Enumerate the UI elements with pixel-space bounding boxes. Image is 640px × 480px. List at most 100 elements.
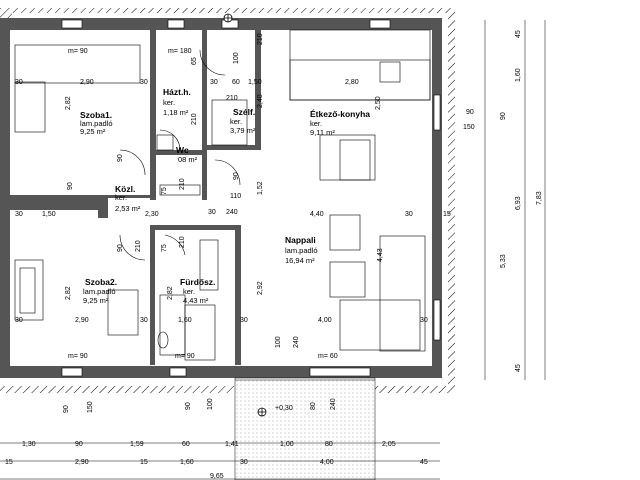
row2-3: 1,60 <box>180 459 194 466</box>
dim-top-290: 2,90 <box>80 79 94 86</box>
entrance-path <box>234 377 376 480</box>
room-labels: Szoba1. lam.padló 9,25 m² Házt.h. ker. 1… <box>80 87 370 305</box>
dim-top-30b: 30 <box>140 79 148 86</box>
dim-b150: 150 <box>87 401 94 413</box>
dim-v152: 1,52 <box>257 181 264 195</box>
row1-5: 1,00 <box>280 441 294 448</box>
room-kozl-area: 2,53 m² <box>115 204 141 213</box>
interior-dimensions: m= 90 m= 180 30 2,90 30 30 60 1,50 2,80 … <box>15 33 451 413</box>
dim-bot-290: 2,90 <box>75 317 89 324</box>
right-a-4: 45 <box>515 364 522 372</box>
room-szoba1-floor: lam.padló <box>80 119 113 128</box>
dim-top-60: 60 <box>232 79 240 86</box>
room-szelf-floor: ker. <box>230 117 242 126</box>
dim-v443: 4,43 <box>377 248 384 262</box>
dim-top-150: 1,50 <box>248 79 262 86</box>
right-dimension-chains: 45 1,60 6,93 5,33 45 7,83 90 150 90 <box>463 20 546 380</box>
dim-v282a: 2,82 <box>65 96 72 110</box>
row2-6: 45 <box>420 459 428 466</box>
dim-v75b: 75 <box>161 244 168 252</box>
dim-mid-30a: 30 <box>15 211 23 218</box>
row3: 9,65 <box>210 473 224 480</box>
row2-1: 2,90 <box>75 459 89 466</box>
right-a-0: 45 <box>515 30 522 38</box>
room-szoba1-area: 9,25 m² <box>80 127 106 136</box>
dim-bot-30c: 30 <box>240 317 248 324</box>
dim-bot-30b: 30 <box>140 317 148 324</box>
door-swings <box>119 49 241 261</box>
right-a-2: 6,93 <box>515 196 522 210</box>
dim-bot-m2: m= 90 <box>175 353 195 360</box>
dim-b100b: 100 <box>207 398 214 410</box>
dim-v250: 2,50 <box>375 96 382 110</box>
dim-v282c: 2,82 <box>167 286 174 300</box>
row2-5: 4,00 <box>320 459 334 466</box>
room-nappali-floor: lam.padló <box>285 246 318 255</box>
room-kozl-name: Közl. <box>115 184 135 194</box>
row1-1: 90 <box>75 441 83 448</box>
row1-4: 1,41 <box>225 441 239 448</box>
exterior-walls <box>0 8 442 378</box>
right-a-3: 5,33 <box>500 254 507 268</box>
room-szoba2-name: Szoba2. <box>85 277 117 287</box>
dim-top-65: 65 <box>191 57 198 65</box>
dim-mid-30b: 30 <box>208 209 216 216</box>
dim-bot-30d: 30 <box>420 317 428 324</box>
room-furdo-floor: ker. <box>183 287 195 296</box>
dim-b240b: 240 <box>330 398 337 410</box>
room-furdo-area: 4,43 m² <box>183 296 209 305</box>
dim-v90c: 90 <box>67 182 74 190</box>
dim-top-210: 210 <box>257 33 264 45</box>
dim-v90d: 90 <box>117 244 124 252</box>
dim-b100: 100 <box>275 336 282 348</box>
dim-v282b: 2,82 <box>65 286 72 300</box>
dim-v75a: 75 <box>161 187 168 195</box>
room-hazt-name: Házt.h. <box>163 87 191 97</box>
dim-v90a: 90 <box>117 154 124 162</box>
dim-b240: 240 <box>293 336 300 348</box>
dim-v210a: 210 <box>226 95 238 102</box>
dim-mid-230: 2,30 <box>145 211 159 218</box>
row2-4: 30 <box>240 459 248 466</box>
dim-top-m1: m= 90 <box>68 48 88 55</box>
room-nappali-name: Nappali <box>285 235 316 245</box>
row1-2: 1,59 <box>130 441 144 448</box>
room-hazt-floor: ker. <box>163 98 175 107</box>
dim-top-30c: 30 <box>210 79 218 86</box>
interior-walls <box>10 30 261 365</box>
room-etkezo-area: 9,11 m² <box>310 128 335 137</box>
room-nappali-area: 16,94 m² <box>285 256 315 265</box>
dim-b80: 80 <box>310 402 317 410</box>
room-kozl-floor: ker. <box>115 193 127 202</box>
dim-b90: 90 <box>63 405 70 413</box>
right-h1: 90 <box>466 109 474 116</box>
windows <box>61 19 441 377</box>
dim-bot-m1: m= 90 <box>68 353 88 360</box>
level-mark: +0,30 <box>275 405 293 412</box>
furniture <box>14 29 431 361</box>
dim-top-m2: m= 180 <box>168 48 192 55</box>
row1-6: 80 <box>325 441 333 448</box>
dim-v210e: 210 <box>135 240 142 252</box>
row2-2: 15 <box>140 459 148 466</box>
room-hazt-area: 1,18 m² <box>163 108 189 117</box>
dim-v210b: 210 <box>191 113 198 125</box>
room-szoba1-name: Szoba1. <box>80 110 112 120</box>
level-marker-icon <box>257 407 267 417</box>
dim-top-30a: 30 <box>15 79 23 86</box>
dim-bot-160: 1,60 <box>178 317 192 324</box>
dim-v240b: 240 <box>226 209 238 216</box>
dim-bot-m3: m= 60 <box>318 353 338 360</box>
dim-v210d: 210 <box>179 236 186 248</box>
room-etkezo-name: Étkező-konyha <box>310 109 370 119</box>
dim-mid-440: 4,40 <box>310 211 324 218</box>
dim-mid-150a: 1,50 <box>42 211 56 218</box>
top-level-marker-icon <box>223 13 233 23</box>
right-b-0: 7,83 <box>536 191 543 205</box>
dim-v110: 110 <box>230 193 241 200</box>
dim-mid-15: 15 <box>443 211 451 218</box>
room-furdo-name: Fürdősz. <box>180 277 215 287</box>
dim-top-100: 100 <box>233 52 240 64</box>
row2-0: 15 <box>5 459 13 466</box>
room-szoba2-area: 9,25 m² <box>83 296 109 305</box>
